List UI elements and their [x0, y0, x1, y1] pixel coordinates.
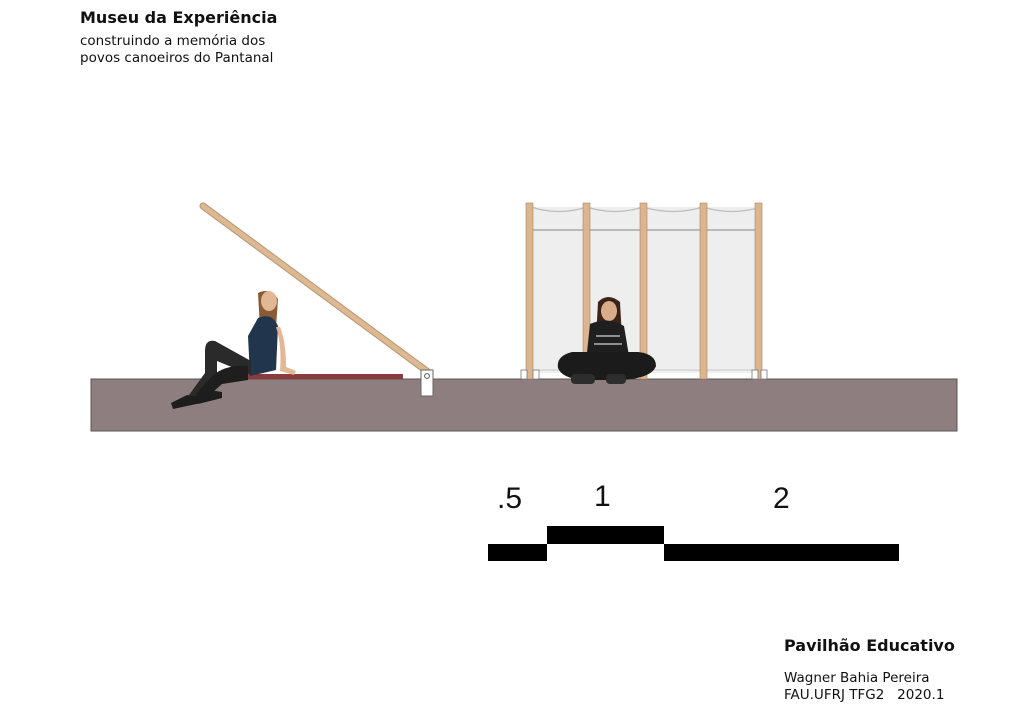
scale-label-half: .5	[497, 482, 523, 515]
author-name: Wagner Bahia Pereira	[784, 670, 930, 686]
floor-mat	[221, 374, 403, 379]
project-subtitle-line-1: construindo a memória dos	[80, 33, 266, 49]
wood-post	[525, 202, 534, 380]
reclined-plank-bench	[199, 202, 434, 397]
scale-bar-segment	[547, 526, 664, 544]
project-subtitle-line-2: povos canoeiros do Pantanal	[80, 50, 274, 66]
footer-block: Pavilhão Educativo Wagner Bahia Pereira …	[784, 636, 955, 704]
project-title: Museu da Experiência	[80, 8, 278, 27]
fabric-screen-frame	[520, 202, 768, 380]
ground-slab	[90, 378, 958, 432]
person-sitting-cross-legged	[557, 297, 656, 384]
scale-bar-segment	[488, 544, 547, 561]
title-block: Museu da Experiência construindo a memór…	[80, 8, 277, 67]
person-reclining	[171, 291, 296, 409]
course-info: FAU.UFRJ TFG2 2020.1	[784, 687, 945, 703]
scale-label-one: 1	[594, 480, 611, 513]
pavilion-name: Pavilhão Educativo	[784, 636, 955, 655]
wood-post	[639, 202, 648, 380]
scale-bar-segment	[664, 544, 899, 561]
plank-hinge-support	[420, 369, 434, 397]
wood-post	[754, 202, 763, 380]
scale-label-two: 2	[773, 482, 790, 515]
wood-post	[699, 202, 708, 380]
scale-bar	[488, 526, 899, 561]
